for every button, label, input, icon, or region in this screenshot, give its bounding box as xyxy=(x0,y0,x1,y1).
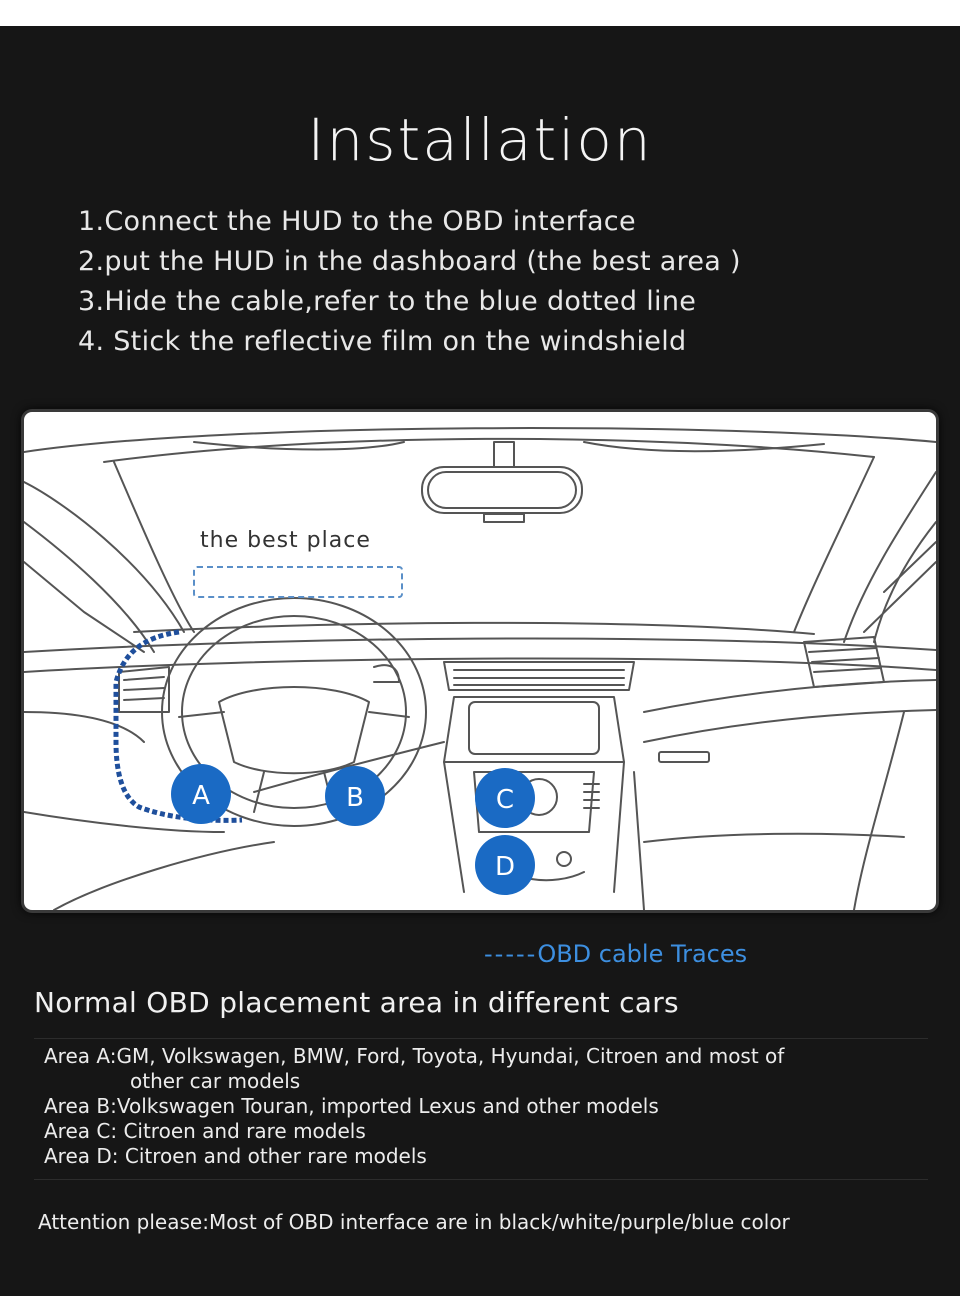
windshield-top xyxy=(103,437,875,463)
area-a-text: Area A:GM, Volkswagen, BMW, Ford, Toyota… xyxy=(44,1044,785,1068)
marker-a-label: A xyxy=(192,781,210,811)
marker-a: A xyxy=(171,764,231,824)
step-1: 1.Connect the HUD to the OBD interface xyxy=(78,206,636,237)
car-interior-diagram: A B C D the best place xyxy=(24,412,936,910)
best-place-box xyxy=(193,566,403,598)
page-title: Installation xyxy=(307,106,653,174)
marker-c-label: C xyxy=(496,785,514,815)
best-place-label: the best place xyxy=(200,528,371,553)
right-pillar-inner xyxy=(873,521,936,643)
right-pillar xyxy=(843,471,936,643)
center-vent xyxy=(443,661,635,691)
roof-line xyxy=(24,427,936,453)
marker-b: B xyxy=(325,766,385,826)
marker-d-label: D xyxy=(495,852,515,882)
marker-b-label: B xyxy=(346,783,364,813)
area-b-text: Area B:Volkswagen Touran, imported Lexus… xyxy=(44,1094,659,1118)
visor-right xyxy=(583,441,825,453)
dashboard-top xyxy=(24,637,936,653)
left-window xyxy=(24,561,145,653)
rear-view-mirror xyxy=(421,466,583,514)
area-a-continuation: other car models xyxy=(130,1069,301,1093)
areas-divider xyxy=(34,1038,928,1180)
installation-steps: 1.Connect the HUD to the OBD interface 2… xyxy=(78,202,741,362)
steering-hub xyxy=(218,686,370,775)
center-screen xyxy=(468,701,600,755)
step-2: 2.put the HUD in the dashboard (the best… xyxy=(78,246,741,277)
legend-dash: ----- xyxy=(484,940,538,968)
section-subtitle: Normal OBD placement area in different c… xyxy=(34,986,679,1019)
cable-legend: -----OBD cable Traces xyxy=(484,940,747,968)
step-3: 3.Hide the cable,refer to the blue dotte… xyxy=(78,286,697,317)
left-pillar xyxy=(24,481,185,633)
area-d-text: Area D: Citroen and other rare models xyxy=(44,1144,427,1168)
right-window xyxy=(883,541,936,593)
windshield-right xyxy=(793,456,875,633)
area-c-text: Area C: Citroen and rare models xyxy=(44,1119,366,1143)
marker-c: C xyxy=(475,768,535,828)
attention-note: Attention please:Most of OBD interface a… xyxy=(38,1210,790,1234)
visor-left xyxy=(193,441,405,451)
right-window-2 xyxy=(863,561,936,633)
left-pillar-inner xyxy=(24,521,155,653)
dashboard-line-drawing: A B C D xyxy=(24,427,936,910)
glovebox-handle xyxy=(658,751,710,763)
product-page: Installation 1.Connect the HUD to the OB… xyxy=(0,26,960,1296)
marker-d: D xyxy=(475,835,535,895)
area-list: Area A:GM, Volkswagen, BMW, Ford, Toyota… xyxy=(44,1044,784,1169)
legend-label: OBD cable Traces xyxy=(537,940,748,968)
obd-cable-trace xyxy=(113,629,243,823)
windshield-left xyxy=(113,461,195,633)
left-vent xyxy=(118,666,170,713)
step-4: 4. Stick the reflective film on the wind… xyxy=(78,326,687,357)
